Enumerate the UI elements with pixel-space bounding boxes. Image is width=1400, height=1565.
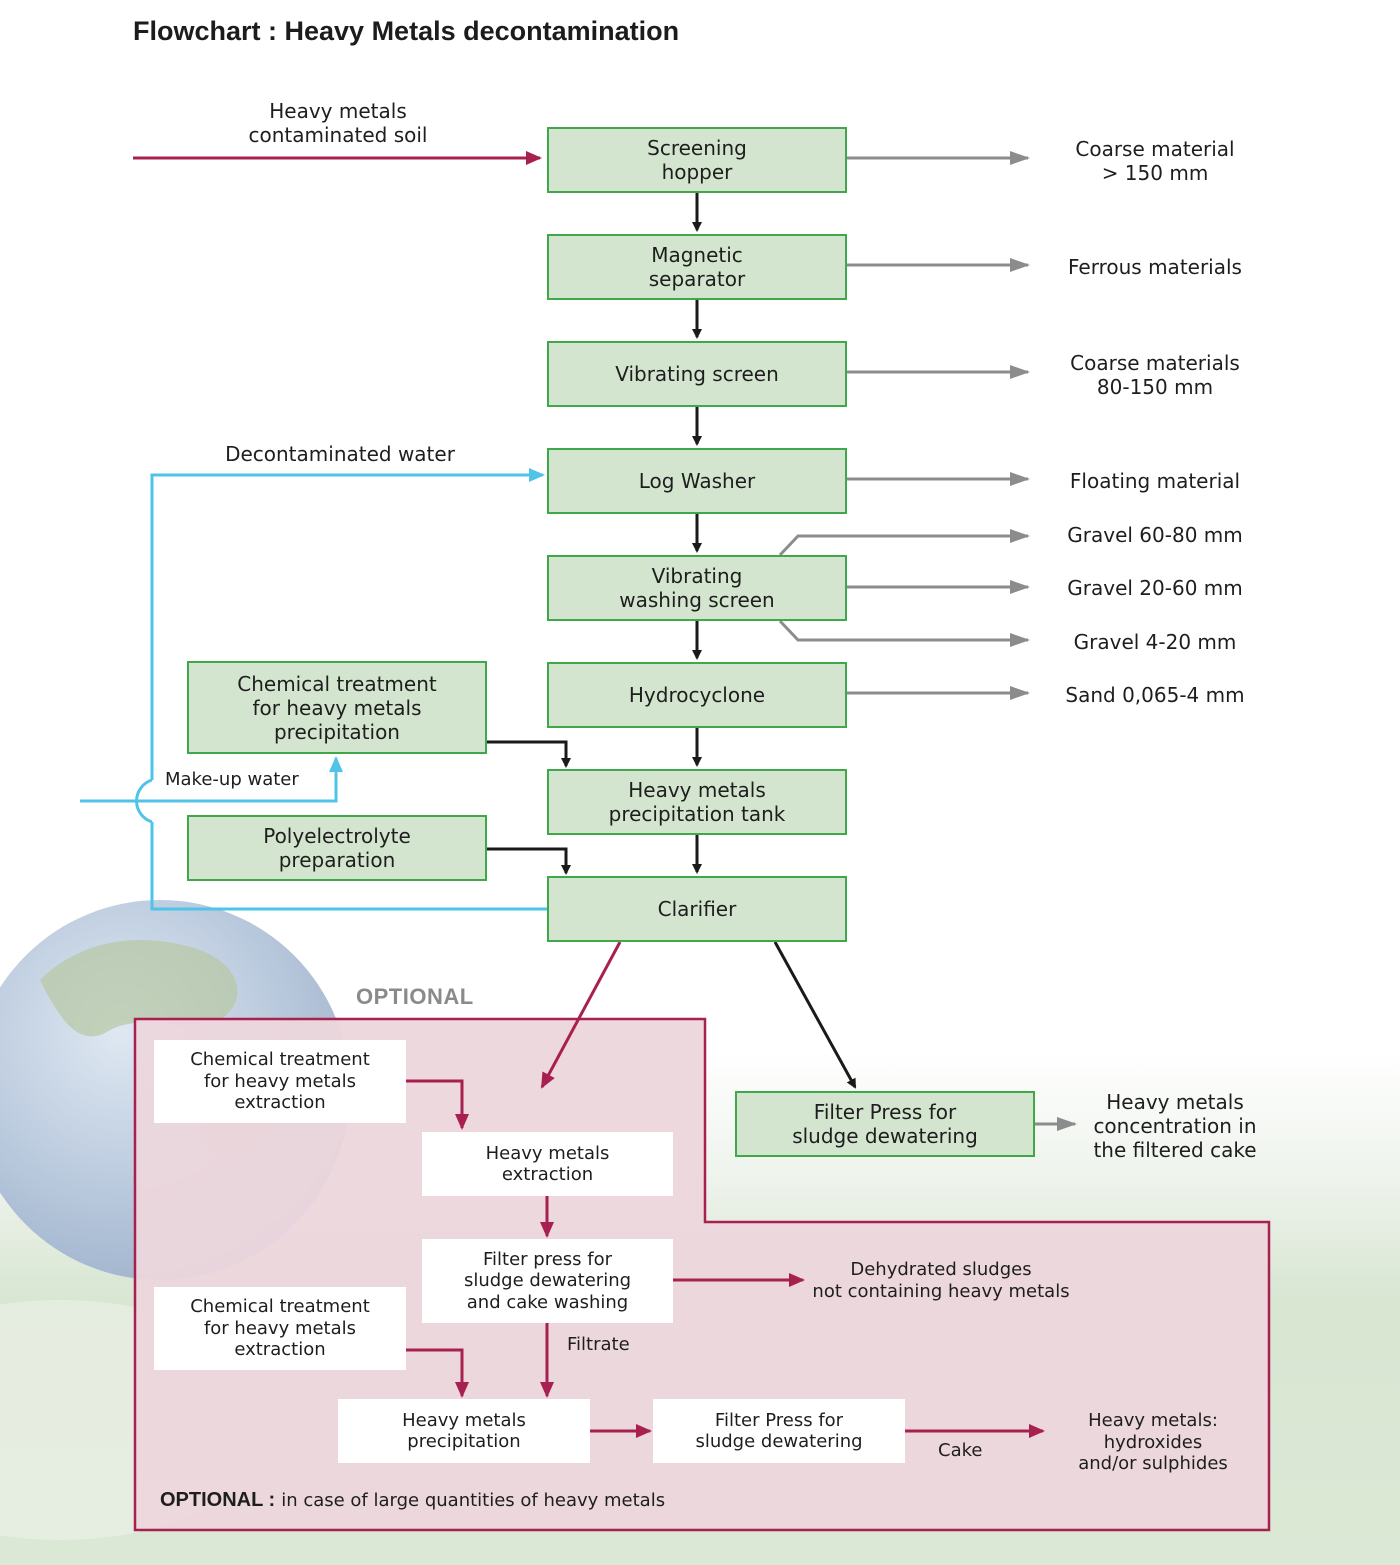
chemical-treatment-precipitation-box: Chemical treatment for heavy metals prec… xyxy=(187,661,487,754)
makeup-water-label: Make-up water xyxy=(165,769,299,790)
optional-cake-label: Cake xyxy=(938,1440,983,1461)
output-coarse-80-150: Coarse materials 80-150 mm xyxy=(1070,351,1240,399)
optional-note-label: OPTIONAL : xyxy=(160,1489,276,1511)
vibrating-screen-box: Vibrating screen xyxy=(547,341,847,407)
optional-note: OPTIONAL :in case of large quantities of… xyxy=(160,1489,665,1512)
decontaminated-water-label: Decontaminated water xyxy=(225,442,455,466)
optional-filter-press-washing-box: Filter press for sludge dewatering and c… xyxy=(422,1239,673,1323)
optional-chem-extraction-box-2: Chemical treatment for heavy metals extr… xyxy=(154,1287,406,1370)
optional-extraction-box: Heavy metals extraction xyxy=(422,1132,673,1196)
optional-note-text: in case of large quantities of heavy met… xyxy=(281,1490,666,1511)
optional-heading: OPTIONAL xyxy=(356,984,474,1009)
magnetic-separator-box: Magnetic separator xyxy=(547,234,847,300)
soil-input-label: Heavy metals contaminated soil xyxy=(248,99,428,147)
filter-press-box: Filter Press for sludge dewatering xyxy=(735,1091,1035,1157)
hydrocyclone-box: Hydrocyclone xyxy=(547,662,847,728)
optional-hydroxides-label: Heavy metals: hydroxides and/or sulphide… xyxy=(1078,1410,1228,1474)
clarifier-box: Clarifier xyxy=(547,876,847,942)
output-floating: Floating material xyxy=(1069,469,1241,493)
precipitation-tank-box: Heavy metals precipitation tank xyxy=(547,769,847,835)
output-coarse-150: Coarse material > 150 mm xyxy=(1075,137,1235,185)
output-gravel-60-80: Gravel 60-80 mm xyxy=(1067,523,1243,547)
output-filtered-cake: Heavy metals concentration in the filter… xyxy=(1093,1090,1257,1162)
output-ferrous: Ferrous materials xyxy=(1068,255,1242,279)
screening-hopper-box: Screening hopper xyxy=(547,127,847,193)
optional-chem-extraction-box-1: Chemical treatment for heavy metals extr… xyxy=(154,1040,406,1123)
log-washer-box: Log Washer xyxy=(547,448,847,514)
optional-dehydrated-sludges-label: Dehydrated sludges not containing heavy … xyxy=(812,1259,1070,1302)
optional-filtrate-label: Filtrate xyxy=(567,1334,630,1355)
optional-filter-press-box: Filter Press for sludge dewatering xyxy=(653,1399,905,1463)
optional-precipitation-box: Heavy metals precipitation xyxy=(338,1399,590,1463)
page-title: Flowchart : Heavy Metals decontamination xyxy=(133,16,680,46)
output-gravel-4-20: Gravel 4-20 mm xyxy=(1073,630,1237,654)
output-sand: Sand 0,065-4 mm xyxy=(1065,683,1245,707)
vibrating-washing-screen-box: Vibrating washing screen xyxy=(547,555,847,621)
output-gravel-20-60: Gravel 20-60 mm xyxy=(1067,576,1243,600)
polyelectrolyte-preparation-box: Polyelectrolyte preparation xyxy=(187,815,487,881)
